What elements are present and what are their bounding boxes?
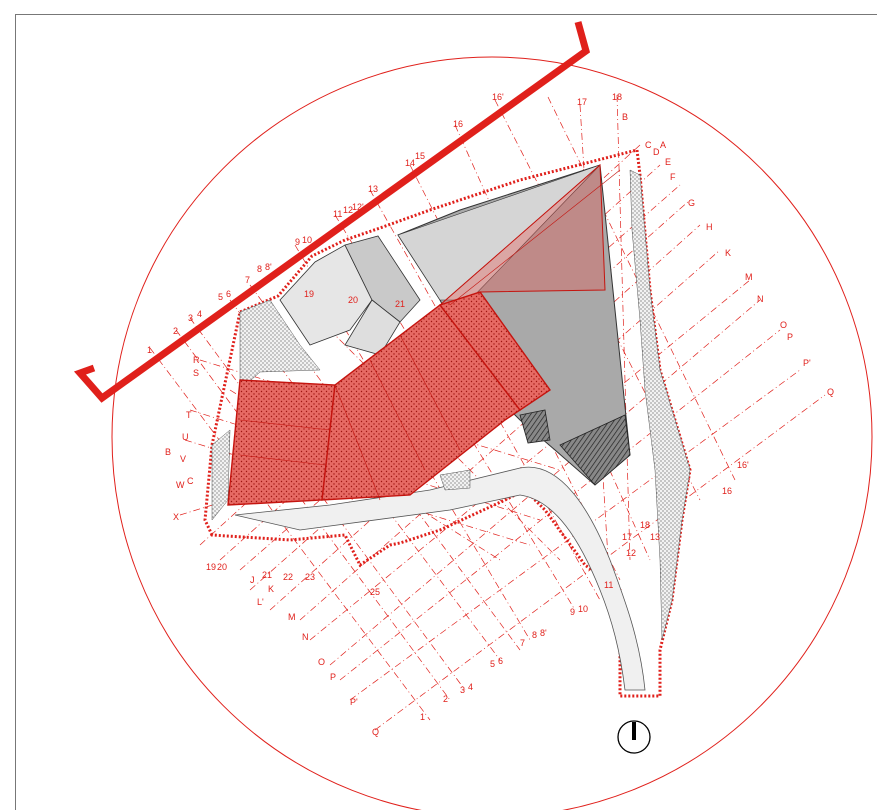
grid-label: 4 xyxy=(197,309,202,319)
grid-label: 9 xyxy=(570,607,575,617)
stair-east xyxy=(559,414,631,486)
grid-label: E xyxy=(665,157,671,167)
grid-label: D xyxy=(653,147,660,157)
grid-label: 4 xyxy=(468,682,473,692)
grid-label: 17 xyxy=(577,97,587,107)
grid-label: O xyxy=(318,657,325,667)
grid-label: F xyxy=(670,172,676,182)
grid-label: 12 xyxy=(343,205,353,215)
grid-label: Q xyxy=(372,727,379,737)
grid-label: M xyxy=(288,612,296,622)
grid-label: 18 xyxy=(640,520,650,530)
grid-label: 8 xyxy=(532,630,537,640)
grid-label: R xyxy=(193,355,200,365)
north-arrow-icon xyxy=(617,720,651,754)
grid-label: T xyxy=(186,410,192,420)
frame-top-border xyxy=(15,0,877,15)
grid-label: L' xyxy=(257,597,264,607)
grid-label: 17 xyxy=(622,532,632,542)
grid-label: 3 xyxy=(188,313,193,323)
landscape-strip-east xyxy=(629,169,691,641)
grid-label: U xyxy=(182,432,189,442)
grid-label: 21 xyxy=(262,570,272,580)
landscape-strip-southwest xyxy=(211,429,231,521)
grid-label: 5 xyxy=(218,292,223,302)
grid-label: 6 xyxy=(226,289,231,299)
grid-label: A xyxy=(660,140,666,150)
grid-label: 13 xyxy=(650,532,660,542)
grid-label: 14 xyxy=(405,158,415,168)
frame-left-border xyxy=(0,0,16,810)
grid-label: B xyxy=(622,112,628,122)
grid-label: 16' xyxy=(737,460,749,470)
grid-label: 10 xyxy=(302,235,312,245)
grid-label: 15 xyxy=(415,151,425,161)
building-mass-west xyxy=(227,379,336,506)
grid-label: 9 xyxy=(295,237,300,247)
grid-label: P xyxy=(330,672,336,682)
grid-label: O xyxy=(780,320,787,330)
grid-label: 18 xyxy=(612,92,622,102)
grid-label: 20 xyxy=(217,562,227,572)
grid-label: 2 xyxy=(173,326,178,336)
grid-label: 11 xyxy=(604,580,613,590)
grid-label: 8' xyxy=(265,262,272,272)
grid-label: N xyxy=(302,632,309,642)
building-internal-lines xyxy=(239,164,621,501)
grid-label: 7 xyxy=(245,275,250,285)
grid-label: X xyxy=(173,512,179,522)
grid-label: 20 xyxy=(348,295,358,305)
grid-label: G xyxy=(688,198,695,208)
access-road xyxy=(234,466,646,691)
grid-label: 19 xyxy=(206,562,216,572)
grid-label: B xyxy=(165,447,171,457)
grid-label: 19 xyxy=(304,289,314,299)
grid-label: 16' xyxy=(492,92,504,102)
landscape-strip-south xyxy=(439,469,471,491)
grid-label: 11 xyxy=(333,209,342,219)
grid-labels: A B C D E F G H K M N O P P' Q R S T U V… xyxy=(147,92,834,737)
grid-label: 5 xyxy=(490,659,495,669)
grid-label: 12 xyxy=(626,548,636,558)
grid-label: S xyxy=(193,368,199,378)
grid-label: 12' xyxy=(352,202,364,212)
grid-label: 7 xyxy=(520,638,525,648)
grid-label: N xyxy=(757,294,764,304)
roof-strip-2 xyxy=(344,235,421,323)
grid-label: W xyxy=(176,480,185,490)
grid-label: 1 xyxy=(147,345,152,355)
grid-label: C xyxy=(645,140,652,150)
grid-label: 22 xyxy=(283,572,293,582)
grid-label: 2 xyxy=(443,694,448,704)
grid-label: 21 xyxy=(395,299,405,309)
grid-label: P' xyxy=(350,697,358,707)
grid-label: M xyxy=(745,272,753,282)
grid-label: H xyxy=(706,222,713,232)
grid-label: P' xyxy=(803,358,811,368)
grid-label: 10 xyxy=(578,604,588,614)
grid-label: 13 xyxy=(368,184,378,194)
stair-small xyxy=(519,409,551,444)
grid-label: 1 xyxy=(420,712,425,722)
grid-label: C xyxy=(187,476,194,486)
grid-label: P xyxy=(787,332,793,342)
grid-label: 23 xyxy=(305,572,315,582)
grid-label: 25 xyxy=(370,587,380,597)
grid-label: 16 xyxy=(453,119,463,129)
red-bracket xyxy=(73,21,591,403)
site-boundary-circle xyxy=(111,56,873,810)
grid-label: 16 xyxy=(722,486,732,496)
grid-label: 3 xyxy=(460,685,465,695)
grid-label: V xyxy=(180,454,186,464)
grid-label: K xyxy=(725,248,731,258)
grid-label: Q xyxy=(827,387,834,397)
grid-label: K xyxy=(268,584,274,594)
grid-label: 8' xyxy=(540,628,547,638)
grid-label: 6 xyxy=(498,656,503,666)
grid-label: 8 xyxy=(257,264,262,274)
grid-label: J xyxy=(250,575,255,585)
